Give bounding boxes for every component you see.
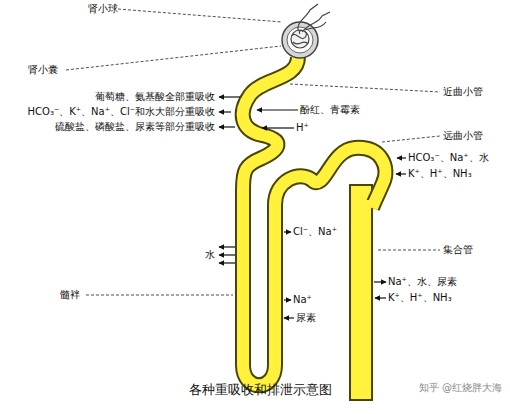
transport-arrow: [284, 231, 291, 232]
note: 尿素: [296, 312, 316, 324]
caption: 各种重吸收和排泄示意图: [189, 382, 332, 398]
tubule: [243, 57, 386, 385]
ion-label: Cl⁻、Na⁺: [293, 226, 337, 238]
transport-arrow: [262, 127, 294, 128]
note: 硫酸盐、磷酸盐、尿素等部分重吸收: [55, 121, 215, 133]
transport-arrow: [397, 157, 406, 158]
renal-capsule: [282, 22, 318, 58]
capillary-tuft: [298, 4, 318, 31]
leader-line: [86, 295, 233, 296]
ion-label: H⁺: [296, 122, 309, 134]
ion-label: K⁺、H⁺、NH₃: [408, 168, 472, 180]
transport-arrow: [284, 299, 291, 300]
note: 酚红、青霉素: [300, 104, 360, 116]
part-name: 髓袢: [60, 289, 80, 301]
leader-line: [118, 9, 282, 22]
leader-line: [290, 84, 440, 92]
transport-arrow: [396, 173, 406, 174]
transport-arrow: [219, 126, 235, 127]
ion-label: Na⁺: [293, 294, 312, 306]
transport-arrow: [219, 111, 231, 112]
note: 水: [205, 249, 215, 261]
transport-arrow: [219, 262, 235, 263]
capsule-space: [287, 27, 313, 53]
ion-label: HCO₃⁻、Na⁺、水: [408, 152, 489, 164]
transport-arrow: [257, 109, 298, 110]
collecting-duct: [350, 185, 372, 400]
transport-arrow: [219, 96, 240, 97]
ion-label: Na⁺、水、尿素: [388, 276, 457, 288]
transport-arrow: [219, 246, 235, 247]
ion-label: K⁺、H⁺、NH₃: [388, 292, 452, 304]
capillary-tuft: [293, 42, 308, 44]
leader-line: [378, 250, 440, 251]
part-name: 肾小囊: [28, 64, 58, 76]
part-name: 远曲小管: [443, 130, 483, 142]
transport-arrow: [375, 297, 386, 298]
capillary-tuft: [292, 30, 306, 38]
capillary-tuft: [305, 22, 326, 30]
tubule-outline: [243, 57, 386, 385]
transport-arrow: [374, 281, 386, 282]
glomerulus: [291, 30, 309, 48]
leader-line: [66, 46, 281, 70]
watermark: 知乎 @红烧胖大海: [419, 382, 502, 394]
part-name: 近曲小管: [443, 86, 483, 98]
part-name: 肾小球: [88, 3, 118, 15]
transport-arrow: [219, 254, 235, 255]
part-name: 集合管: [443, 244, 473, 256]
leader-line: [382, 136, 440, 142]
transport-arrow: [284, 317, 294, 318]
duct-junction: [351, 200, 371, 216]
note: HCO₃⁻、K⁺、Na⁺、Cl⁻和水大部分重吸收: [28, 106, 215, 118]
note: 葡萄糖、氨基酸全部重吸收: [95, 91, 215, 103]
